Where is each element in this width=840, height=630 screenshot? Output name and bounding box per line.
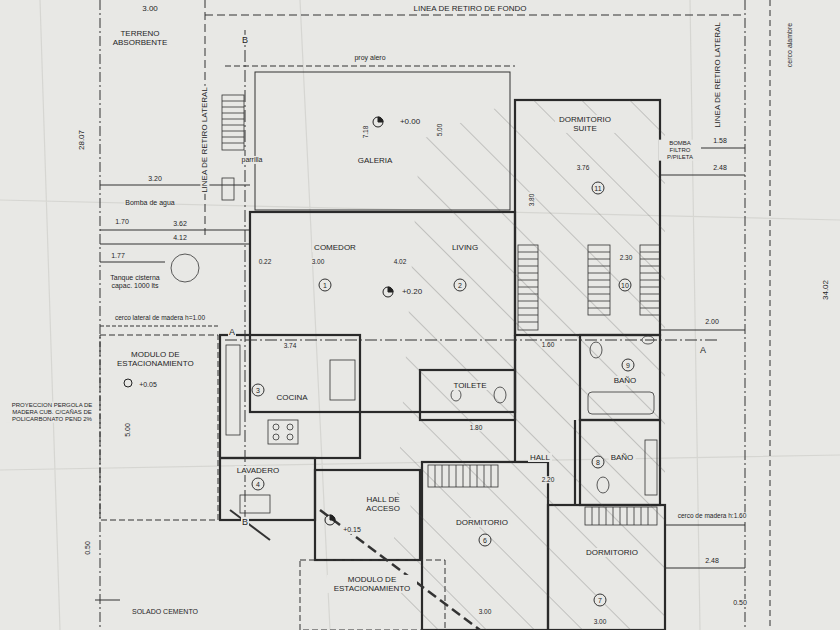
- room-area: DORMITORIO: [454, 511, 510, 529]
- plan-annotation: 1.60: [541, 341, 556, 348]
- plan-annotation: 3.80: [528, 193, 535, 208]
- plan-annotation: proy alero: [353, 54, 386, 62]
- plan-annotation: 1.80: [469, 424, 484, 431]
- plan-annotation: SOLADO CEMENTO: [131, 608, 199, 616]
- plan-annotation: 5.00: [436, 123, 443, 138]
- plan-annotation: 2.20: [541, 476, 556, 483]
- plan-annotation: LINEA DE RETIRO LATERAL: [200, 86, 209, 194]
- room-area: BAÑO: [612, 369, 639, 387]
- room-area: COMEDOR: [312, 236, 358, 254]
- plan-annotation: B: [241, 35, 249, 45]
- plan-annotation: TERRENO ABSORBENTE: [104, 29, 176, 47]
- plan-annotation: PROYECCION PERGOLA DE MADERA CUB. C/CAÑA…: [6, 402, 98, 423]
- plan-annotation: 1.70: [114, 218, 130, 226]
- plan-annotation: 0.50: [84, 540, 92, 556]
- plan-annotation: 3.00: [141, 4, 159, 13]
- room-name: BAÑO: [609, 453, 636, 462]
- room-area: LIVING: [450, 236, 480, 254]
- plan-annotation: 2.00: [704, 318, 720, 326]
- callout-number: 10: [619, 279, 632, 292]
- plan-annotation: cerco alambre: [786, 22, 794, 68]
- plan-annotation: 3.74: [283, 342, 298, 349]
- room-area: TOILETE: [451, 374, 488, 392]
- plan-annotation: 3.00: [593, 618, 608, 625]
- room-area: DORMITORIO SUITE: [555, 115, 615, 135]
- callout-number: 2: [454, 279, 467, 292]
- plan-annotation: 3.20: [147, 175, 163, 183]
- room-area: MODULO DE ESTACIONAMIENTO: [115, 350, 185, 370]
- plan-annotation: A: [228, 327, 236, 337]
- callout-number: 11: [592, 182, 605, 195]
- room-name: HALL: [528, 453, 552, 462]
- plan-annotation: 5.00: [124, 422, 132, 438]
- plan-annotation: B: [241, 517, 249, 527]
- room-name: COCINA: [274, 393, 309, 402]
- plan-annotation: 3.76: [576, 164, 591, 171]
- room-name: COMEDOR: [312, 243, 358, 252]
- plan-annotation: 0.50: [732, 599, 748, 607]
- callout-number: 4: [252, 478, 265, 491]
- room-area: COCINA: [274, 386, 309, 404]
- plan-annotation: LINEA DE RETIRO LATERAL: [713, 21, 722, 129]
- plan-annotation: 2.48: [704, 557, 720, 565]
- plan-annotation: LINEA DE RETIRO DE FONDO: [413, 4, 528, 13]
- room-name: LIVING: [450, 243, 480, 252]
- plan-annotation: 2.30: [619, 254, 634, 261]
- callout-number: 9: [622, 359, 635, 372]
- room-name: DORMITORIO: [454, 518, 510, 527]
- plan-annotation: parrilla: [240, 156, 263, 164]
- room-name: MODULO DE ESTACIONAMIENTO: [327, 575, 417, 593]
- plan-annotation: 1.77: [110, 252, 126, 260]
- plan-annotation: 34.02: [821, 279, 830, 301]
- plan-annotation: 4.12: [172, 234, 188, 242]
- room-area: LAVADERO: [235, 459, 281, 477]
- room-name: DORMITORIO SUITE: [555, 115, 615, 133]
- plan-annotation: cerco de madera h:1.60: [677, 512, 748, 519]
- plan-annotation: BOMBA FILTRO P/PILETA: [659, 140, 701, 161]
- plan-annotation: 3.00: [311, 258, 326, 265]
- callout-number: 7: [594, 594, 607, 607]
- room-name: HALL DE ACCESO: [356, 495, 411, 513]
- plan-annotation: 28.07: [77, 129, 86, 151]
- callout-number: 1: [319, 279, 332, 292]
- room-name: MODULO DE ESTACIONAMIENTO: [115, 350, 196, 368]
- callout-number: 6: [479, 534, 492, 547]
- callout-number: 8: [592, 456, 605, 469]
- room-name: TOILETE: [451, 381, 488, 390]
- room-area: GALERIA: [356, 149, 395, 167]
- room-area: DORMITORIO: [584, 541, 640, 559]
- room-area: BAÑO: [609, 446, 636, 464]
- plan-annotation: 7.18: [362, 125, 369, 140]
- plan-annotation: Tanque cisterna capac. 1000 lts: [102, 274, 169, 290]
- room-area: HALL: [528, 446, 552, 464]
- plan-annotation: 3.62: [172, 220, 188, 228]
- room-name: GALERIA: [356, 156, 395, 165]
- plan-annotation: Bomba de agua: [124, 199, 175, 207]
- callout-number: 3: [252, 384, 265, 397]
- room-name: LAVADERO: [235, 466, 281, 475]
- plan-annotation: +0.00: [399, 117, 421, 126]
- room-area: MODULO DE ESTACIONAMIENTO: [327, 575, 417, 595]
- plan-annotation: 0.22: [258, 258, 273, 265]
- plan-annotation: 3.00: [478, 608, 493, 615]
- plan-annotation: +0.20: [401, 287, 423, 296]
- room-area: HALL DE ACCESO: [356, 495, 411, 515]
- plan-annotation: 4.02: [393, 258, 408, 265]
- room-name: BAÑO: [612, 376, 639, 385]
- plan-annotation: 1.58: [712, 137, 728, 145]
- room-name: DORMITORIO: [584, 548, 640, 557]
- plan-annotation: +0.15: [342, 526, 362, 534]
- plan-annotation: cerco lateral de madera h=1.00: [114, 314, 206, 321]
- plan-annotation: +0.05: [138, 381, 158, 389]
- plan-annotation: A: [699, 345, 707, 355]
- plan-annotation: 2.48: [712, 164, 728, 172]
